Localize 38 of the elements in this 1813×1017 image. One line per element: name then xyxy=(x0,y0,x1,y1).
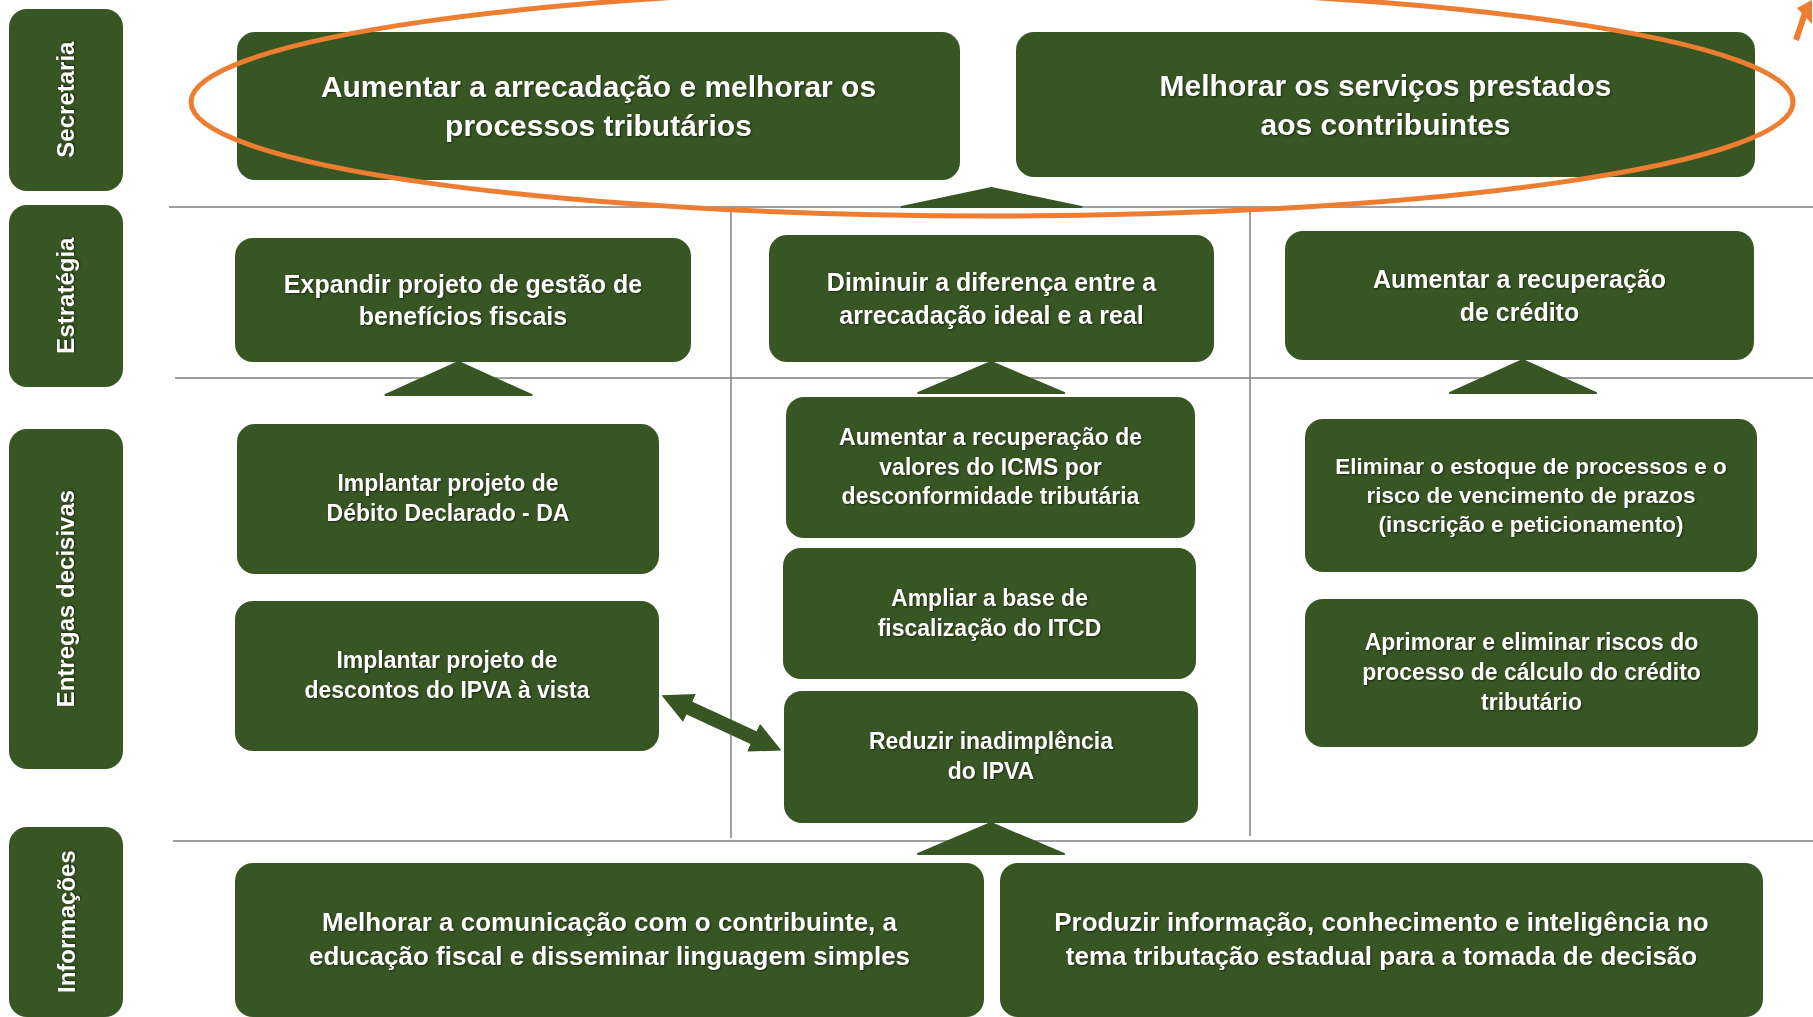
goal-text: Aprimorar e eliminar riscos do processo de cálculo do crédito tributário xyxy=(1361,628,1702,717)
goal-box xyxy=(1016,32,1755,177)
goal-box xyxy=(237,32,960,180)
goal-text: Aumentar a recuperação de valores do ICMS por desconformidade tributária xyxy=(838,422,1143,512)
goal-text: Implantar projeto de Débito Declarado - DA xyxy=(325,469,571,528)
row-label: Entregas decisivas xyxy=(51,490,81,708)
row-label: Estratégia xyxy=(51,237,81,355)
goal-box xyxy=(235,601,659,751)
goal-text: Expandir projeto de gestão de benefícios fiscais xyxy=(282,268,644,332)
goal-box xyxy=(1305,599,1758,747)
goal-text: Aumentar a arrecadação e melhorar os processos tributários xyxy=(319,69,878,144)
goal-text: Produzir informação, conhecimento e inteligência no tema tributação estadual para a tomada de decisão xyxy=(1053,906,1710,973)
chevron-arrow xyxy=(917,822,1065,855)
goal-text: Aumentar a recuperação de crédito xyxy=(1371,264,1668,328)
goal-text: Eliminar o estoque de processos e o risco de vencimento de prazos (inscrição e peticionamento) xyxy=(1334,452,1728,540)
chevron-arrow xyxy=(917,361,1066,394)
goal-box xyxy=(786,397,1195,538)
row-header xyxy=(9,429,123,769)
goal-text: Ampliar a base de fiscalização do ITCD xyxy=(876,583,1103,643)
goal-text: Reduzir inadimplência do IPVA xyxy=(867,727,1115,786)
goal-box xyxy=(237,424,659,574)
double-arrow xyxy=(661,694,782,752)
chevron-arrow xyxy=(900,187,1083,208)
goal-box xyxy=(235,863,984,1017)
goal-text: Implantar projeto de descontos do IPVA à vista xyxy=(303,646,591,705)
row-header xyxy=(9,827,123,1017)
goal-text: Melhorar a comunicação com o contribuinte, a educação fiscal e disseminar linguagem simples xyxy=(307,906,912,973)
goal-text: Diminuir a diferença entre a arrecadação ideal e a real xyxy=(825,267,1158,331)
row-label: Secretaria xyxy=(51,41,81,159)
goal-box xyxy=(783,548,1196,679)
row-header xyxy=(9,9,123,191)
chevron-arrow xyxy=(384,361,533,396)
row-header xyxy=(9,205,123,387)
chevron-arrow xyxy=(1448,359,1597,394)
goal-box xyxy=(1000,863,1763,1017)
goal-box xyxy=(1305,419,1757,572)
row-label: Informações xyxy=(51,850,81,994)
goal-text: Melhorar os serviços prestados aos contribuintes xyxy=(1158,67,1613,143)
